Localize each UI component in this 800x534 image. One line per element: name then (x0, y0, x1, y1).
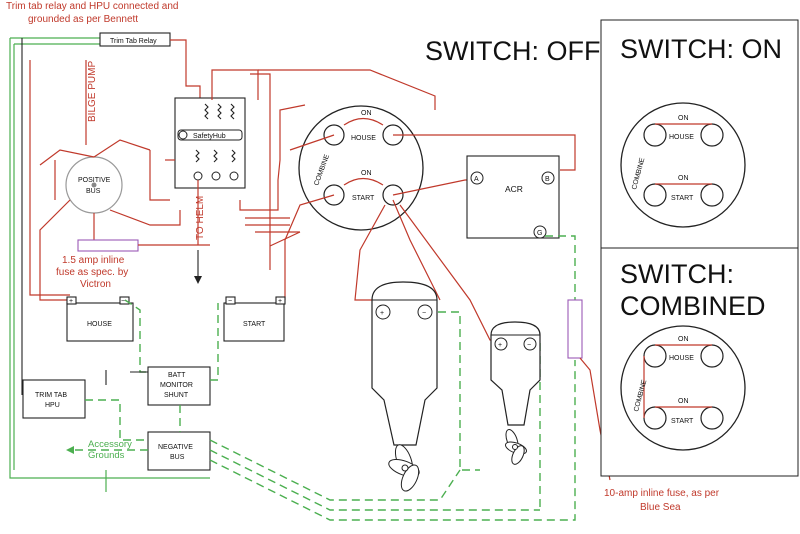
switch-on-diagram: ON HOUSE ON START COMBINE (620, 102, 746, 228)
start-minus: − (228, 298, 232, 305)
switch-on-title: SWITCH: ON (620, 34, 782, 64)
relay-note-line1: Trim tab relay and HPU connected and (6, 1, 179, 12)
acr-b-label: B (545, 176, 550, 183)
to-helm-label: TO HELM (195, 196, 206, 240)
engine-small-plus: + (498, 342, 502, 349)
house-minus: − (121, 298, 125, 305)
main-on-bottom: ON (361, 170, 372, 177)
accessory-label-2: Grounds (88, 450, 125, 461)
trim-tab-relay-label: Trim Tab Relay (110, 38, 157, 45)
trim-tab-hpu: TRIM TAB HPU (22, 379, 86, 419)
positive-bus-label-2: BUS (86, 188, 101, 195)
accessory-label-1: Accessory (88, 439, 132, 450)
main-on-top: ON (361, 110, 372, 117)
on-on-top: ON (678, 115, 689, 122)
relay-wire (170, 39, 201, 100)
start-plus: + (278, 298, 282, 305)
to-helm-arrow-head (194, 276, 202, 284)
switch-combined-title-1: SWITCH: (620, 259, 734, 289)
top-positive-wires (245, 69, 436, 247)
acr-a-label: A (474, 176, 479, 183)
hpu-label-2: HPU (45, 402, 60, 409)
house-plus: + (69, 298, 73, 305)
switch-combined-diagram: ON HOUSE ON START COMBINE (620, 325, 746, 451)
house-battery: + − HOUSE (66, 296, 134, 342)
green-frame-wires (9, 37, 210, 492)
start-label: START (243, 321, 266, 328)
combined-on-bottom: ON (678, 398, 689, 405)
small-fuse-note-2: fuse as spec. by (56, 267, 128, 278)
negative-bus-label-2: BUS (170, 454, 185, 461)
propeller-large (388, 444, 420, 492)
engine-small-minus: − (527, 342, 531, 349)
switch-off-title: SWITCH: OFF (425, 36, 600, 66)
propeller-small (505, 429, 527, 465)
combined-start: START (671, 418, 694, 425)
on-on-bottom: ON (678, 175, 689, 182)
small-fuse-note-3: Victron (80, 279, 111, 290)
safety-hub: SafetyHub (174, 97, 246, 189)
small-inline-fuse (77, 239, 139, 252)
safety-hub-wires (149, 69, 279, 270)
acr-g-label: G (537, 230, 542, 237)
main-house: HOUSE (351, 135, 376, 142)
acr-label: ACR (505, 184, 523, 194)
shunt-label-2: MONITOR (160, 382, 193, 389)
batt-monitor-shunt: BATT MONITOR SHUNT (147, 366, 211, 406)
engine-large: + − (371, 281, 438, 446)
switch-combined-title-2: COMBINED (620, 291, 766, 321)
negative-bus-label-1: NEGATIVE (158, 444, 193, 451)
hpu-label-1: TRIM TAB (35, 392, 67, 399)
large-inline-fuse (567, 299, 583, 359)
on-start: START (671, 195, 694, 202)
accessory-arrow (66, 446, 74, 454)
start-battery: − + START (223, 296, 286, 342)
combined-on-top: ON (678, 336, 689, 343)
positive-bus-label-1: POSITIVE (78, 177, 111, 184)
small-fuse-note-1: 1.5 amp inline (62, 255, 125, 266)
main-start: START (352, 195, 375, 202)
shunt-label-3: SHUNT (164, 392, 189, 399)
house-label: HOUSE (87, 321, 112, 328)
engine-small: + − (490, 321, 541, 426)
engine-large-plus: + (380, 310, 384, 317)
positive-bus: POSITIVE BUS (65, 156, 123, 214)
bilge-pump-label: BILGE PUMP (87, 61, 98, 122)
negative-bus: NEGATIVE BUS (147, 431, 211, 471)
large-fuse-note-2: Blue Sea (640, 502, 681, 513)
relay-note-line2: grounded as per Bennett (28, 14, 138, 25)
safety-hub-label: SafetyHub (193, 133, 226, 140)
combined-house: HOUSE (669, 355, 694, 362)
large-fuse-note-1: 10-amp inline fuse, as per (604, 488, 720, 499)
acr: ACR A B G (466, 155, 560, 239)
on-house: HOUSE (669, 134, 694, 141)
shunt-label-1: BATT (168, 372, 186, 379)
engine-large-minus: − (422, 310, 426, 317)
positive-bus-wires (29, 60, 181, 301)
